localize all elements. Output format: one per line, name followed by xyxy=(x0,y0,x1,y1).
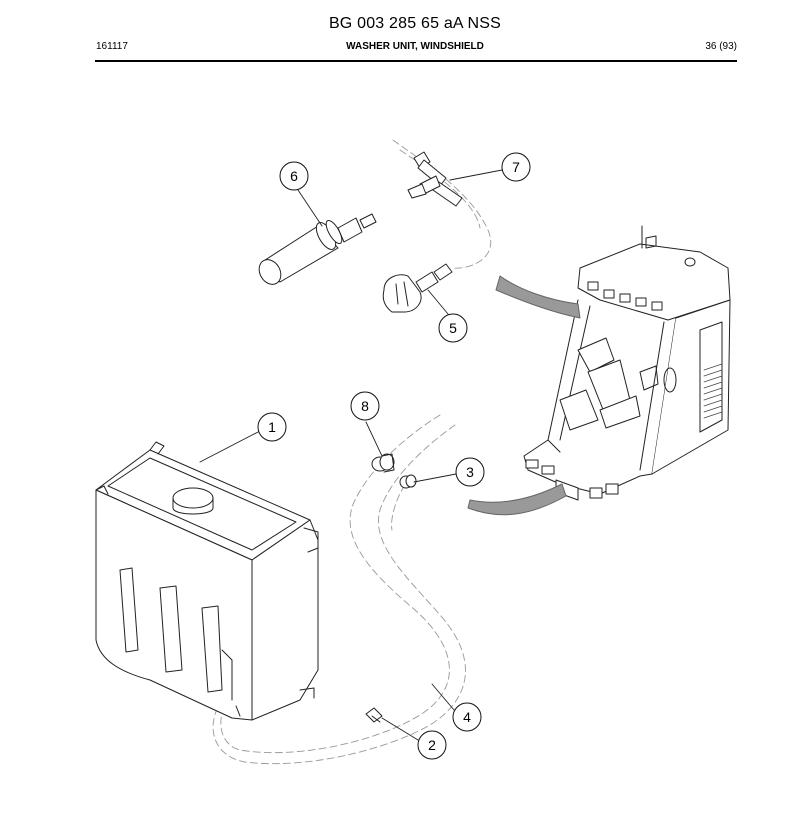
part-2-connector xyxy=(365,707,383,723)
vehicle-cab-overview xyxy=(467,225,731,516)
part-5-valve xyxy=(382,263,453,313)
callout-2: 2 xyxy=(417,730,447,760)
svg-text:3: 3 xyxy=(466,464,474,480)
callout-3: 3 xyxy=(455,457,485,487)
part-3-grommet xyxy=(399,474,417,489)
hose-lines xyxy=(212,139,491,765)
svg-text:5: 5 xyxy=(449,320,457,336)
header-rule xyxy=(95,60,737,62)
callout-8: 8 xyxy=(350,391,380,421)
page-number: 36 (93) xyxy=(705,41,737,52)
callout-7: 7 xyxy=(501,152,531,182)
part-8-grommet xyxy=(371,453,395,473)
svg-text:4: 4 xyxy=(463,709,471,725)
date-code: 161117 xyxy=(96,41,128,52)
document-id: BG 003 285 65 aA NSS xyxy=(328,15,502,32)
callout-1: 1 xyxy=(257,412,287,442)
part-1-washer-tank xyxy=(95,441,319,721)
callout-5: 5 xyxy=(438,313,468,343)
part-7-tee-connector xyxy=(407,151,463,207)
svg-text:8: 8 xyxy=(361,398,369,414)
callout-4: 4 xyxy=(452,702,482,732)
svg-text:6: 6 xyxy=(290,168,298,184)
callout-leaders xyxy=(199,169,503,741)
part-6-nozzle xyxy=(258,213,377,285)
svg-text:1: 1 xyxy=(268,419,276,435)
svg-text:7: 7 xyxy=(512,159,520,175)
callout-6: 6 xyxy=(279,161,309,191)
callouts: 6 7 5 8 1 3 4 2 xyxy=(257,152,531,760)
section-title: WASHER UNIT, WINDSHIELD xyxy=(346,41,484,52)
svg-text:2: 2 xyxy=(428,737,436,753)
